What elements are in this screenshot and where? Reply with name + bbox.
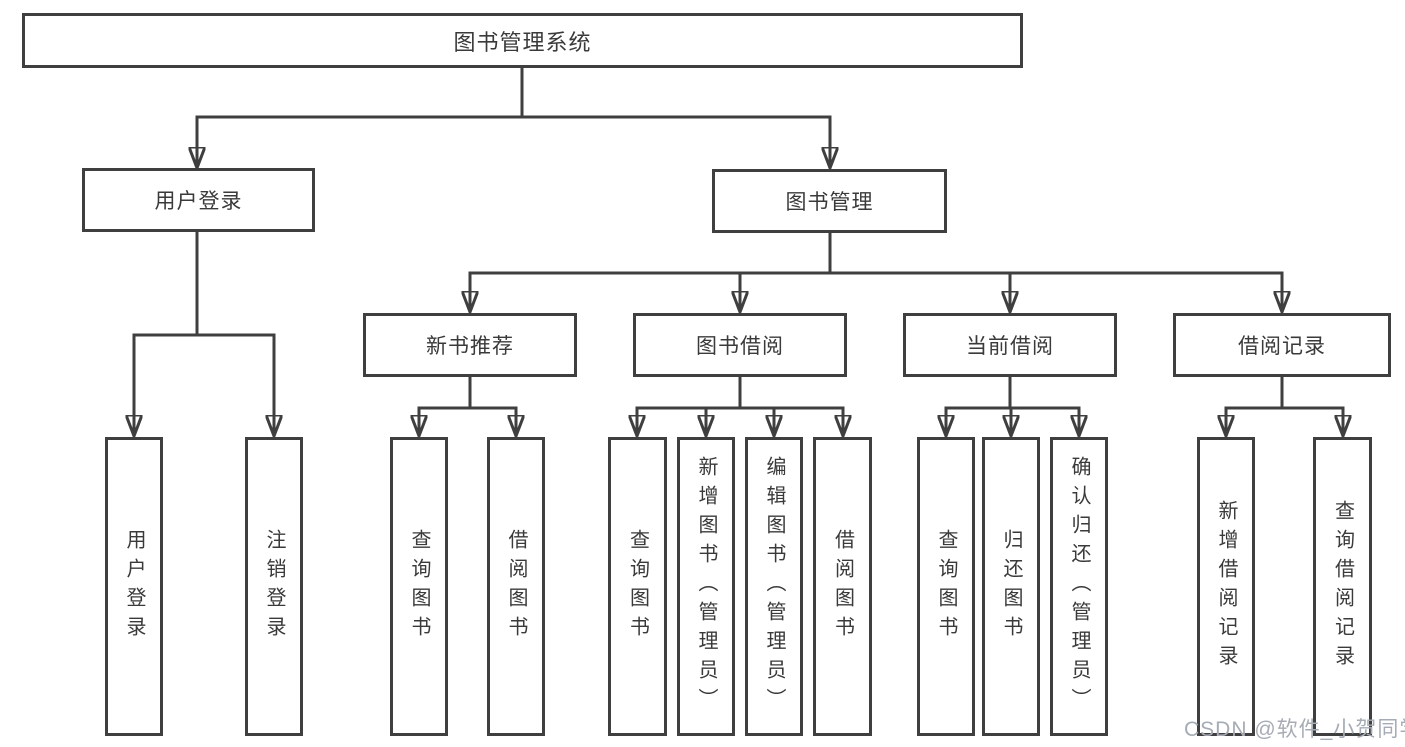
node-book-management: 图书管理 — [712, 169, 947, 233]
node-borrow-records: 借阅记录 — [1173, 313, 1391, 377]
leaf-borrow-books-recommend-label: 借阅图书 — [505, 528, 527, 645]
leaf-return-books-label: 归还图书 — [1000, 528, 1022, 645]
leaf-logout-login: 注销登录 — [245, 437, 303, 736]
node-root: 图书管理系统 — [22, 13, 1023, 68]
node-user-login-label: 用户登录 — [154, 190, 243, 213]
leaf-query-books-recommend: 查询图书 — [390, 437, 448, 736]
connector-line — [417, 375, 518, 410]
leaf-query-books-current: 查询图书 — [917, 437, 975, 736]
leaf-borrow-books-borrow: 借阅图书 — [813, 437, 872, 736]
node-current-borrow: 当前借阅 — [903, 313, 1117, 377]
node-book-management-label: 图书管理 — [785, 191, 874, 214]
leaf-query-borrow-record-label: 查询借阅记录 — [1331, 499, 1354, 674]
leaf-query-books-borrow-label: 查询图书 — [626, 528, 649, 645]
leaf-confirm-return-admin: 确认归还（管理员） — [1050, 437, 1108, 736]
leaf-user-login-label: 用户登录 — [123, 528, 145, 645]
connector-line — [132, 230, 276, 337]
connector-book-borrow-to-leaves — [635, 375, 845, 436]
csdn-watermark: CSDN @软件_小贺同学 — [1184, 718, 1405, 741]
connector-line — [468, 231, 1284, 275]
leaf-return-books: 归还图书 — [982, 437, 1040, 736]
leaf-query-books-current-label: 查询图书 — [935, 528, 957, 645]
leaf-add-book-admin-label: 新增图书（管理员） — [695, 456, 717, 717]
leaf-borrow-books-borrow-label: 借阅图书 — [831, 528, 854, 645]
connector-line — [195, 66, 832, 119]
node-user-login: 用户登录 — [82, 168, 315, 232]
connector-book-management-to-level3 — [468, 231, 1284, 312]
leaf-query-books-borrow: 查询图书 — [608, 437, 667, 736]
connector-new-book-recommend-to-leaves — [417, 375, 518, 436]
node-borrow-records-label: 借阅记录 — [1238, 335, 1326, 358]
leaf-add-book-admin: 新增图书（管理员） — [677, 437, 735, 736]
leaf-edit-book-admin: 编辑图书（管理员） — [745, 437, 803, 736]
leaf-add-borrow-record: 新增借阅记录 — [1197, 437, 1255, 736]
leaf-query-borrow-record: 查询借阅记录 — [1313, 437, 1372, 736]
leaf-edit-book-admin-label: 编辑图书（管理员） — [763, 456, 785, 717]
node-book-borrow-label: 图书借阅 — [696, 335, 784, 358]
node-current-borrow-label: 当前借阅 — [966, 335, 1054, 358]
leaf-logout-login-label: 注销登录 — [263, 528, 285, 645]
connector-current-borrow-to-leaves — [944, 375, 1081, 436]
connector-line — [944, 375, 1081, 410]
leaf-add-borrow-record-label: 新增借阅记录 — [1215, 499, 1237, 674]
node-new-book-recommend-label: 新书推荐 — [426, 335, 514, 358]
leaf-borrow-books-recommend: 借阅图书 — [487, 437, 545, 736]
connector-borrow-records-to-leaves — [1224, 375, 1345, 436]
connector-line — [635, 375, 845, 410]
connector-user-login-to-leaves — [132, 230, 276, 436]
node-new-book-recommend: 新书推荐 — [363, 313, 577, 377]
leaf-confirm-return-admin-label: 确认归还（管理员） — [1068, 456, 1090, 717]
connector-root-to-level2 — [195, 66, 832, 168]
node-book-borrow: 图书借阅 — [633, 313, 847, 377]
leaf-user-login: 用户登录 — [105, 437, 163, 736]
leaf-query-books-recommend-label: 查询图书 — [408, 528, 430, 645]
node-root-label: 图书管理系统 — [453, 29, 592, 55]
connector-line — [1224, 375, 1345, 410]
